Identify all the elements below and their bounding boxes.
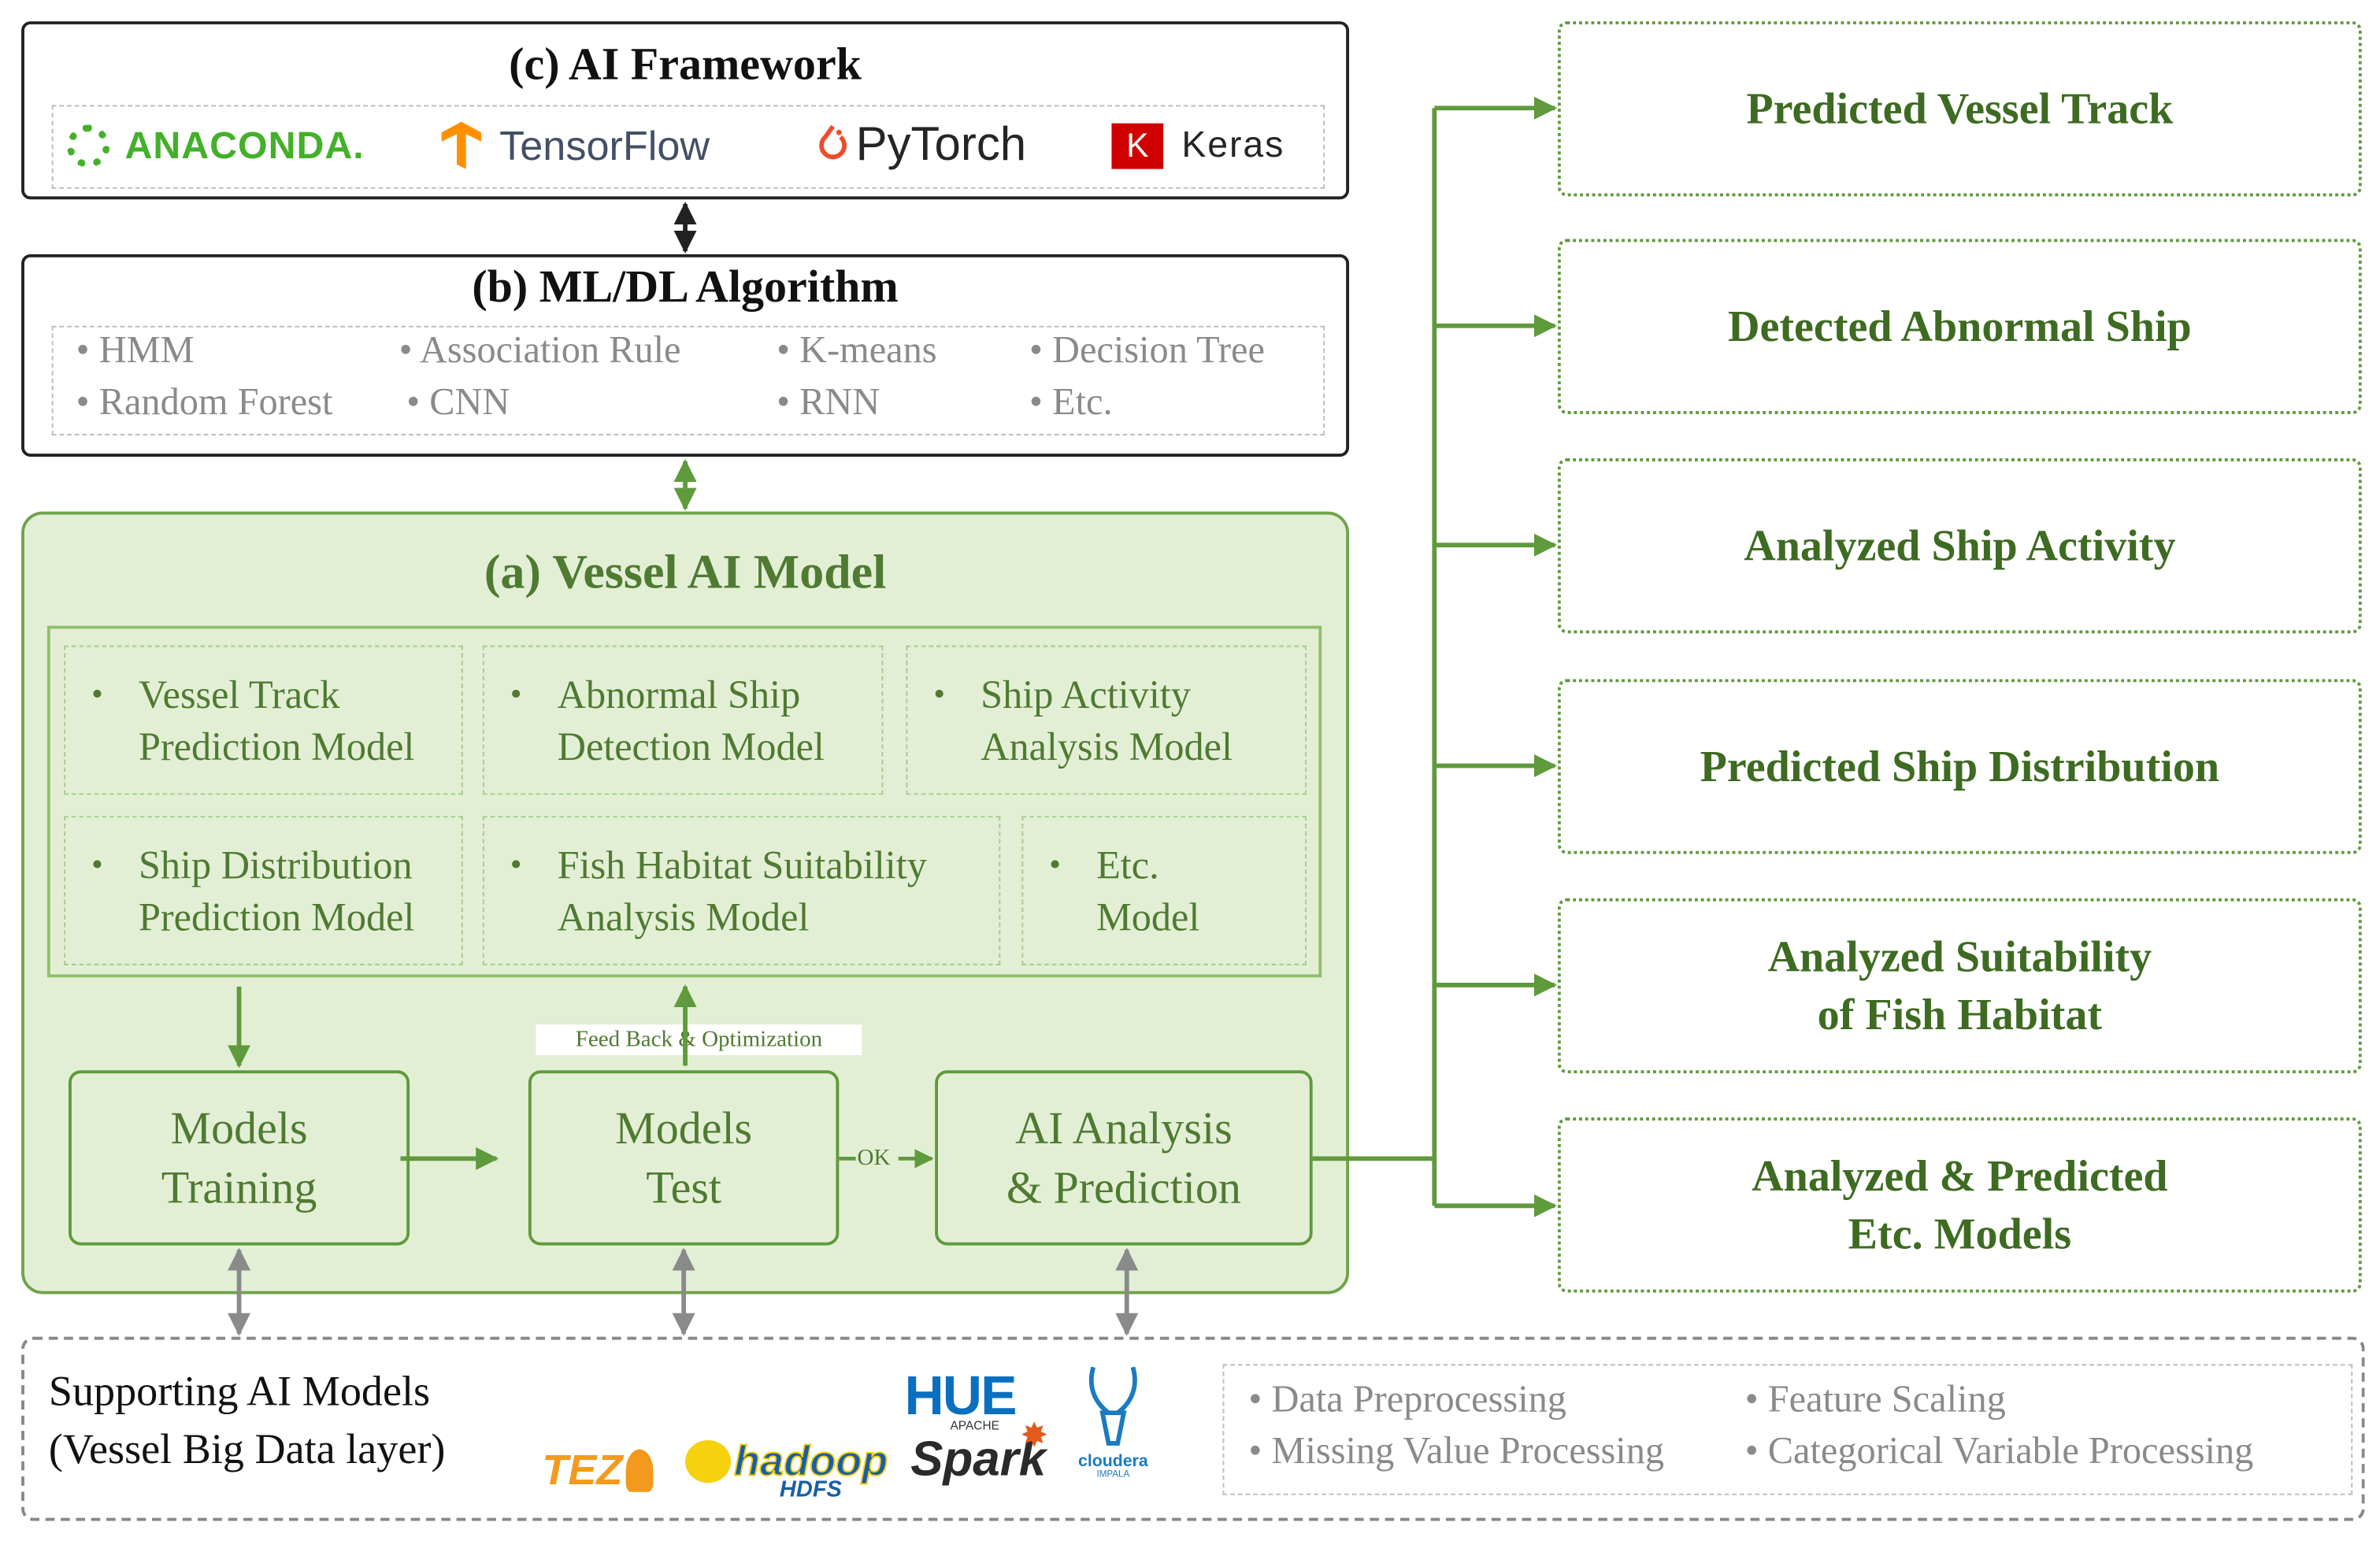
bullet-icon: •: [91, 674, 103, 713]
bullet-icon: •: [933, 674, 946, 713]
output-predicted-vessel-track: Predicted Vessel Track: [1557, 21, 2362, 197]
keras-badge-icon: K: [1111, 123, 1164, 169]
ok-label: OK: [857, 1144, 891, 1172]
pytorch-wordmark: PyTorch: [855, 117, 1027, 171]
tez-deer-icon: [625, 1449, 654, 1492]
tensorflow-logo: TensorFlow: [436, 116, 710, 176]
ai-framework-panel: (c) AI Framework ANACONDA. TensorFlow Py…: [21, 21, 1350, 200]
spark-logo: APACHE Spark ✸: [910, 1416, 1049, 1487]
keras-logo: K Keras: [1111, 119, 1285, 174]
preprocessing-item: • Feature Scaling: [1744, 1379, 2006, 1421]
ml-dl-algorithm-title: (b) ML/DL Algorithm: [472, 261, 899, 313]
tensorflow-icon: [441, 121, 481, 169]
pytorch-logo: PyTorch: [816, 113, 1026, 176]
algorithm-item: • Decision Tree: [1029, 330, 1265, 372]
model-label: Etc.Model: [1096, 843, 1200, 939]
anaconda-logo: ANACONDA.: [67, 116, 365, 176]
algorithm-item: • K-means: [777, 330, 937, 372]
model-cell-ship-distribution: [64, 816, 463, 965]
anaconda-wordmark: ANACONDA.: [124, 124, 365, 167]
ai-analysis-prediction-box: AI Analysis& Prediction: [935, 1070, 1313, 1246]
framework-logo-strip: [51, 105, 1325, 189]
hadoop-hdfs-logo: hadoop HDFS: [685, 1436, 888, 1502]
tensorflow-wordmark: TensorFlow: [499, 122, 710, 169]
model-cell-vessel-track: [64, 645, 463, 795]
preprocessing-item: • Categorical Variable Processing: [1744, 1431, 2254, 1472]
hadoop-elephant-icon: [685, 1440, 732, 1484]
bullet-icon: •: [510, 845, 522, 883]
ml-dl-algorithm-panel: (b) ML/DL Algorithm • HMM • Association …: [21, 254, 1350, 457]
keras-wordmark: Keras: [1181, 124, 1285, 166]
preprocessing-item: • Data Preprocessing: [1248, 1379, 1566, 1421]
algorithm-item: • Association Rule: [399, 330, 681, 372]
preprocessing-frame: [1222, 1364, 2353, 1495]
supporting-layer-label: Supporting AI Models(Vessel Big Data lay…: [48, 1369, 446, 1474]
bullet-icon: •: [91, 845, 103, 883]
algorithm-list-frame: [51, 325, 1325, 435]
algorithm-item: • Etc.: [1029, 382, 1113, 424]
algorithm-item: • CNN: [406, 382, 510, 424]
feedback-optimization-label: Feed Back & Optimization: [536, 1024, 862, 1055]
hue-logo: HUE: [904, 1364, 1017, 1427]
algorithm-item: • HMM: [76, 330, 195, 372]
algorithm-item: • Random Forest: [76, 382, 333, 424]
supporting-big-data-layer: [21, 1336, 2365, 1521]
model-cell-fish-habitat: [482, 816, 1001, 965]
tez-logo: TEZ: [542, 1447, 654, 1495]
model-cell-etc: [1021, 816, 1307, 965]
ai-framework-title: (c) AI Framework: [509, 39, 862, 91]
impala-antelope-icon: [1088, 1366, 1137, 1446]
pytorch-flame-icon: [819, 124, 847, 160]
spark-star-icon: ✸: [1020, 1416, 1049, 1454]
anaconda-ring-icon: [67, 124, 110, 168]
bullet-icon: •: [1049, 845, 1062, 883]
preprocessing-item: • Missing Value Processing: [1248, 1431, 1665, 1472]
output-detected-abnormal-ship: Detected Abnormal Ship: [1557, 239, 2362, 414]
model-cell-ship-activity: [906, 645, 1307, 795]
algorithm-item: • RNN: [777, 382, 880, 424]
bullet-icon: •: [510, 674, 522, 713]
output-predicted-ship-distribution: Predicted Ship Distribution: [1557, 679, 2362, 854]
model-cell-abnormal-ship: [482, 645, 884, 795]
vessel-ai-model-title: (a) Vessel AI Model: [484, 543, 887, 598]
model-grid: [46, 625, 1322, 978]
cloudera-impala-logo: cloudera IMPALA: [1075, 1364, 1151, 1480]
output-analyzed-ship-activity: Analyzed Ship Activity: [1557, 457, 2362, 634]
